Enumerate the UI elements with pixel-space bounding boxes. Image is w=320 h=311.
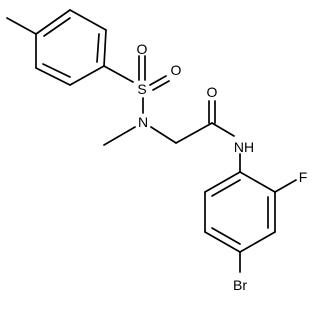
- bond-ring-sulfur: [103, 65, 134, 83]
- atom-oxygen-right: O: [171, 62, 182, 78]
- bond-ring1-e: [35, 67, 71, 86]
- bond-ring2-d: [204, 231, 241, 253]
- bond-methyl-tolyl: [6, 17, 37, 35]
- bond-ring1-a: [35, 9, 71, 35]
- bond-n-methyl: [103, 126, 136, 146]
- bond-ring2-f: [204, 171, 241, 193]
- atom-bromine: Br: [233, 277, 247, 293]
- bond-ring2-f-inner: [211, 179, 241, 197]
- bond-ring1-a-inner: [43, 17, 71, 37]
- atom-nitrogen-sulfonamide: N: [138, 114, 148, 130]
- atom-fluorine: F: [299, 169, 308, 185]
- bond-ring1-d: [69, 65, 105, 86]
- bond-ring2-d-inner: [211, 227, 241, 245]
- bonds: [6, 9, 297, 273]
- atom-oxygen-carbonyl: O: [207, 84, 218, 100]
- bond-ring1-c: [103, 29, 107, 67]
- bond-ring1-b: [69, 9, 107, 31]
- atom-labels: S O O N O NH F Br: [137, 41, 308, 293]
- bond-ch2-carbonyl: [175, 122, 213, 144]
- bond-carbonyl-nh: [211, 122, 235, 137]
- bond-ring1-c-inner: [96, 33, 100, 63]
- bond-ring2-a: [239, 171, 276, 193]
- bond-sulfur-o-right-2: [152, 80, 170, 91]
- atom-amide-nh: NH: [234, 139, 254, 155]
- bond-ring-fluorine: [274, 179, 297, 193]
- bond-n-ch2: [150, 126, 177, 144]
- bond-ring2-c: [239, 231, 276, 253]
- bond-ring1-e-inner: [42, 63, 71, 78]
- atom-oxygen-top: O: [137, 41, 148, 57]
- bond-sulfur-o-right-1: [149, 75, 167, 86]
- atom-sulfur: S: [137, 81, 146, 97]
